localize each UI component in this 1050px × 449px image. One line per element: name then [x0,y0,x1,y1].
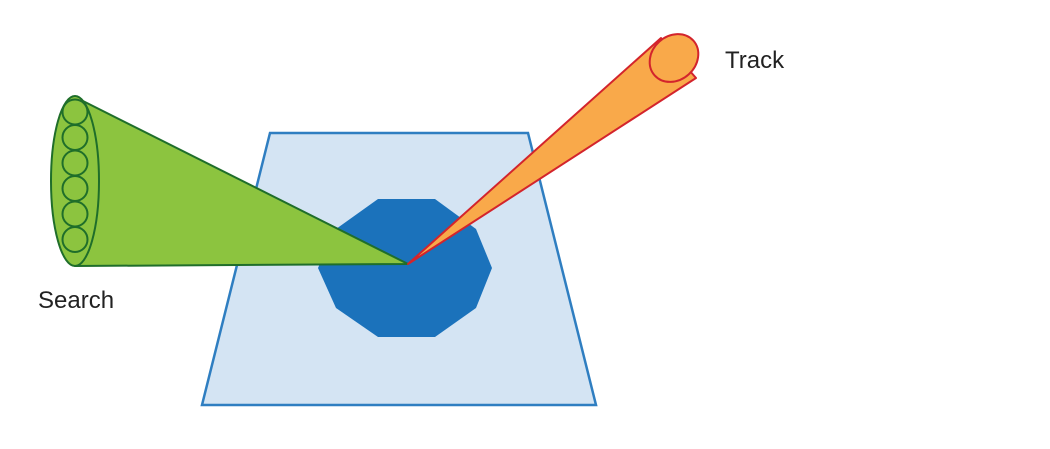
search-sub-beam-circle [61,124,89,151]
search-sub-beam-circle [61,175,89,202]
track-label: Track [725,47,785,74]
search-beam [50,95,409,267]
search-sub-beam-circle [61,149,89,177]
search-sub-beam-circle [61,200,89,228]
track-beam [407,33,700,265]
track-beam-aperture [648,33,700,83]
search-sub-beams [61,98,89,253]
search-sub-beam-circle [61,98,89,126]
search-label: Search [38,287,114,314]
search-sub-beam-circle [61,226,89,253]
